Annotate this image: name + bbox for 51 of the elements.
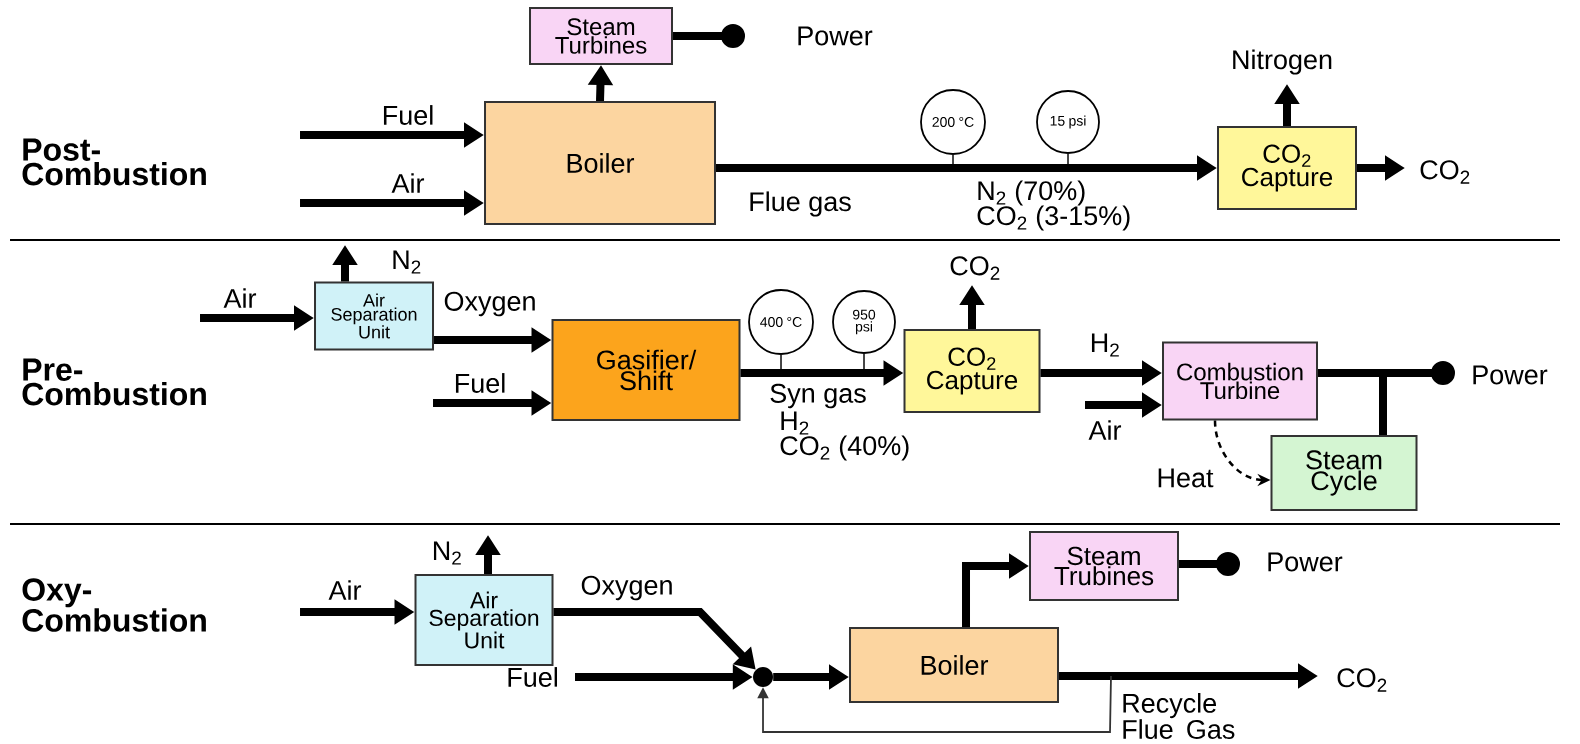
- process-box: Steam Turbines: [529, 7, 673, 65]
- edge-label: Fuel: [380, 104, 436, 126]
- process-box: Steam Trubines: [1029, 531, 1179, 601]
- gauge: 950 psi: [832, 290, 896, 354]
- edge-label: H$_{2}$: [1088, 332, 1122, 358]
- edge-label: Air: [222, 287, 258, 309]
- gauge-stem: [863, 353, 865, 370]
- edge-label: Oxygen: [579, 574, 675, 602]
- edge-label: N$_{2}$: [430, 540, 464, 566]
- gauge: 15 psi: [1036, 90, 1100, 154]
- edge-label: Oxygen: [442, 290, 538, 318]
- gauge-stem: [952, 154, 954, 165]
- edge-label: N$_{2}$: [390, 249, 423, 275]
- process-box: Gasifier/ Shift: [551, 319, 741, 421]
- process-box: Air Separation Unit: [314, 281, 434, 351]
- section-heading: Oxy- Combustion: [22, 578, 206, 632]
- process-box: CO$_{2}$ Capture: [1217, 126, 1357, 210]
- gauge: 400 °C: [748, 289, 814, 355]
- edge-label: Heat: [1155, 467, 1215, 489]
- edge-label: Recycle Flue Gas: [1120, 692, 1248, 740]
- stream-label: CO$_{2}$ (40%): [780, 435, 909, 461]
- gauge-stem: [780, 354, 782, 370]
- arrow: [757, 675, 1112, 733]
- gauge-stem: [1067, 153, 1069, 165]
- edge-label: Fuel: [505, 666, 560, 688]
- process-box: CO$_{2}$ Capture: [903, 329, 1041, 413]
- edge-label: Flue gas: [747, 190, 853, 218]
- junction-dot: [753, 667, 773, 687]
- edge-label: Air: [327, 579, 363, 601]
- section-heading: Pre- Combustion: [22, 358, 206, 406]
- stream-label: H$_{2}$: [781, 411, 809, 435]
- stream-label: N$_{2}$ (70%): [978, 180, 1085, 206]
- edge-label: Power: [1470, 364, 1549, 386]
- edge-label: CO$_{2}$: [1335, 667, 1389, 693]
- edge-label: Air: [1087, 419, 1123, 441]
- edge-label: Power: [795, 25, 874, 47]
- edge-label: CO$_{2}$: [948, 255, 1002, 281]
- edge-label: CO$_{2}$: [1418, 159, 1472, 185]
- edge-label: Air: [390, 172, 426, 194]
- edge-label: Fuel: [452, 372, 508, 394]
- section-heading: Post- Combustion: [22, 138, 206, 186]
- stream-label: CO$_{2}$ (3-15%): [977, 205, 1130, 231]
- process-box: Boiler: [849, 627, 1059, 703]
- process-box: Air Separation Unit: [414, 574, 554, 666]
- edge-label: Syn gas: [768, 382, 868, 410]
- gauge: 200 °C: [920, 89, 986, 155]
- edge-label: Nitrogen: [1230, 48, 1335, 76]
- process-box: Steam Cycle: [1270, 435, 1418, 511]
- process-box: Boiler: [484, 101, 716, 225]
- process-box: Combustion Turbine: [1162, 341, 1318, 421]
- edge-label: Power: [1265, 551, 1344, 573]
